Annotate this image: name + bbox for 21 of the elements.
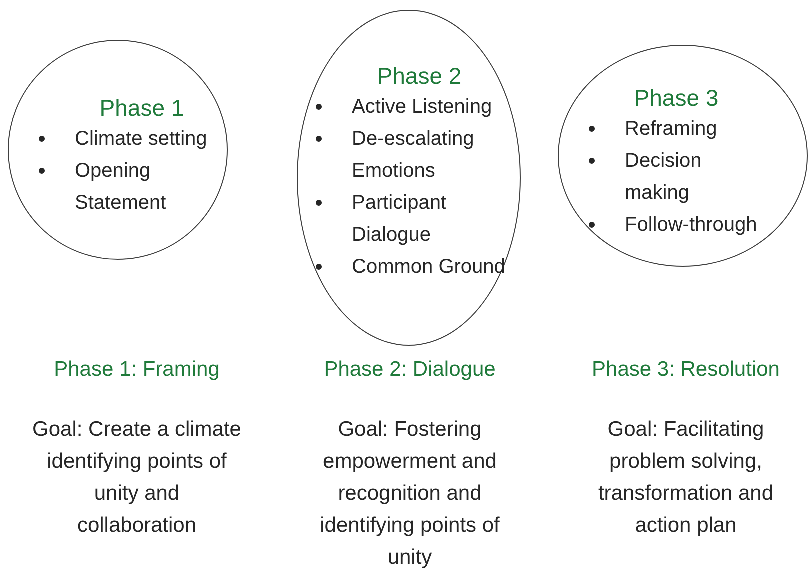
- bullet-text: Decision making: [625, 149, 703, 206]
- phase-heading: Phase 3: [633, 84, 720, 113]
- bullet-text: Opening Statement: [75, 159, 168, 216]
- phase-title: Phase 3: Resolution: [591, 357, 781, 383]
- bullet-text: Common Ground: [352, 255, 506, 280]
- bullet-text: Participant Dialogue: [352, 191, 448, 248]
- phase-heading: Phase 2: [376, 62, 463, 91]
- phase-circle: [558, 45, 808, 267]
- phase-title: Phase 2: Dialogue: [323, 357, 497, 383]
- phase-ellipse: [297, 10, 521, 346]
- bullet-text: Reframing: [625, 117, 718, 142]
- bullet-text: Active Listening: [352, 95, 492, 120]
- goal-text: Goal: Fostering empowerment and recognition and identifying points of unity: [319, 417, 501, 568]
- phase-circle: [8, 40, 228, 260]
- goal-text: Goal: Facilitating problem solving, transformation and action plan: [597, 417, 775, 539]
- phase-title: Phase 1: Framing: [53, 357, 221, 383]
- bullet-text: De-escalating Emotions: [352, 127, 476, 184]
- bullet-text: Climate setting: [75, 127, 208, 152]
- goal-text: Goal: Create a climate identifying points of unity and collaboration: [32, 417, 242, 539]
- bullet-text: Follow-through: [625, 213, 758, 238]
- phase-heading: Phase 1: [98, 94, 186, 123]
